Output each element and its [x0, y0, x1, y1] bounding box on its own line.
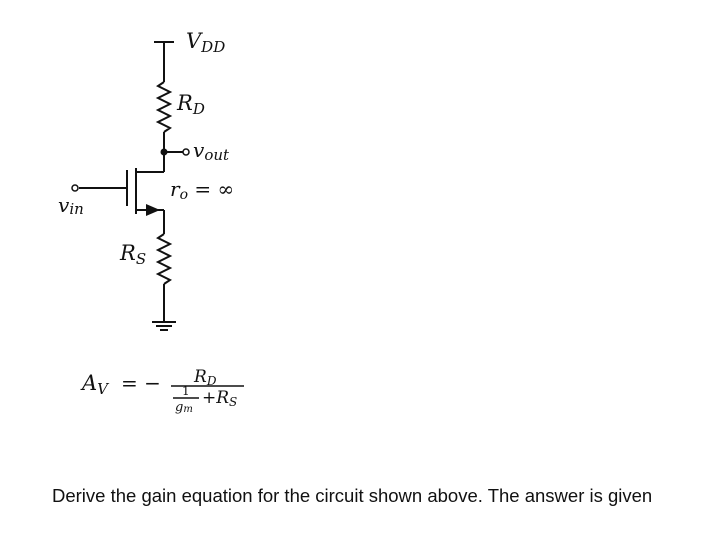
question-caption: Derive the gain equation for the circuit…	[52, 485, 653, 506]
vdd-label: VDD	[186, 29, 225, 56]
equation-denominator-rs: +RS	[202, 388, 237, 409]
equation-lhs: AV	[80, 371, 110, 398]
vin-terminal	[71, 184, 79, 192]
rs-label: RS	[119, 241, 146, 268]
equation-denominator-one: 1	[182, 384, 190, 398]
rs-resistor	[155, 233, 173, 285]
equation-numerator: RD	[193, 367, 217, 388]
source-arrow	[146, 204, 160, 216]
vin-label: vin	[58, 193, 84, 218]
equation-equals-minus: = −	[121, 371, 161, 395]
rd-label: RD	[176, 91, 205, 118]
rd-resistor	[155, 81, 173, 133]
vout-terminal	[182, 148, 190, 156]
ro-label: ro = ∞	[170, 177, 234, 203]
vout-label: vout	[193, 138, 230, 164]
equation-denominator-gm: gm	[175, 400, 193, 415]
